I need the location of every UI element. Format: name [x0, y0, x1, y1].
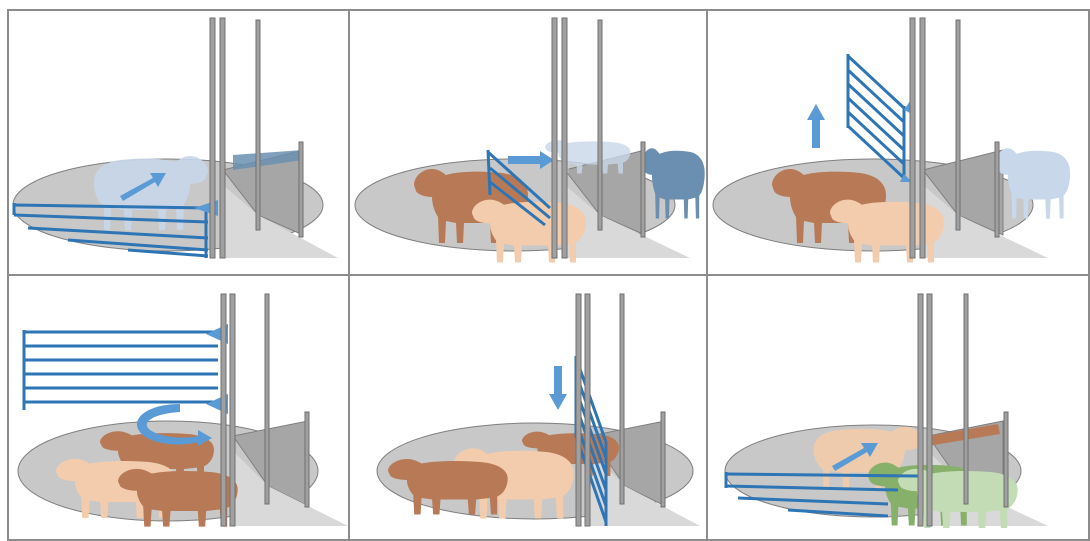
panel-3 — [708, 10, 1090, 274]
panel-4 — [8, 276, 348, 541]
panel-6 — [708, 276, 1090, 541]
panel-1 — [8, 10, 348, 274]
panel-5 — [350, 276, 706, 541]
panel-2 — [350, 10, 706, 274]
